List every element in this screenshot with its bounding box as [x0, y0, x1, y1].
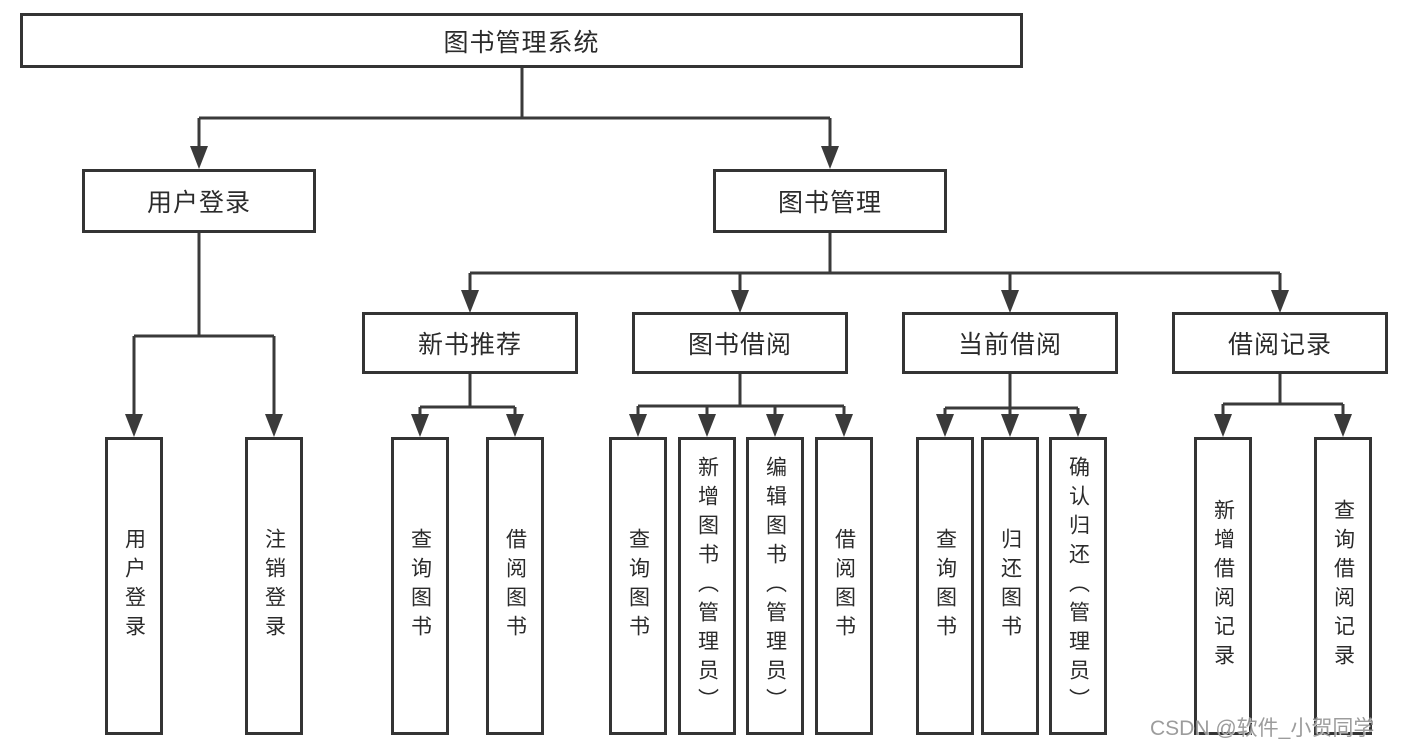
leaf-logout: 注销登录 [245, 437, 303, 735]
leaf-label: 用户登录 [122, 528, 146, 644]
leaf-label: 查询图书 [933, 528, 957, 644]
watermark: CSDN @软件_小贺同学 [1150, 717, 1375, 740]
leaf-borrow-book: 借阅图书 [815, 437, 873, 735]
node-new-book-recommend: 新书推荐 [362, 312, 578, 374]
leaf-query-book-recommend: 查询图书 [391, 437, 449, 735]
node-label: 图书管理 [777, 189, 882, 217]
leaf-label: 归还图书 [998, 528, 1022, 644]
node-label: 图书管理系统 [443, 28, 600, 57]
leaf-edit-book-admin: 编辑图书（管理员） [746, 437, 804, 735]
leaf-label: 借阅图书 [832, 528, 856, 644]
node-book-borrow: 图书借阅 [632, 312, 848, 374]
leaf-label: 查询图书 [626, 528, 650, 644]
node-borrow-records: 借阅记录 [1172, 312, 1388, 374]
node-library-management-system: 图书管理系统 [20, 13, 1023, 68]
leaf-label: 新增图书（管理员） [695, 455, 719, 717]
node-label: 用户登录 [146, 189, 251, 217]
leaf-label: 借阅图书 [503, 528, 527, 644]
node-label: 新书推荐 [417, 331, 522, 359]
leaf-query-book-current: 查询图书 [916, 437, 974, 735]
leaf-label: 查询借阅记录 [1331, 499, 1355, 673]
leaf-label: 注销登录 [262, 528, 286, 644]
node-current-borrow: 当前借阅 [902, 312, 1118, 374]
leaf-confirm-return-admin: 确认归还（管理员） [1049, 437, 1107, 735]
leaf-label: 编辑图书（管理员） [763, 455, 787, 717]
node-label: 图书借阅 [687, 331, 792, 359]
leaf-return-book: 归还图书 [981, 437, 1039, 735]
leaf-label: 新增借阅记录 [1211, 499, 1235, 673]
leaf-borrow-book-recommend: 借阅图书 [486, 437, 544, 735]
node-book-management: 图书管理 [713, 169, 947, 233]
leaf-user-login: 用户登录 [105, 437, 163, 735]
leaf-query-borrow-record: 查询借阅记录 [1314, 437, 1372, 735]
leaf-add-book-admin: 新增图书（管理员） [678, 437, 736, 735]
node-label: 当前借阅 [957, 331, 1062, 359]
leaf-add-borrow-record: 新增借阅记录 [1194, 437, 1252, 735]
node-user-login: 用户登录 [82, 169, 316, 233]
leaf-label: 查询图书 [408, 528, 432, 644]
leaf-query-book-borrow: 查询图书 [609, 437, 667, 735]
node-label: 借阅记录 [1227, 331, 1332, 359]
leaf-label: 确认归还（管理员） [1066, 455, 1090, 717]
